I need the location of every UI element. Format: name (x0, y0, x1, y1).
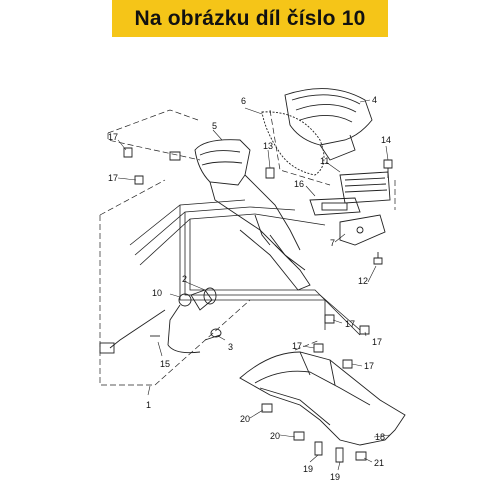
clips (123, 147, 370, 369)
tail-light-housing (194, 139, 311, 291)
callout-17b: 17 (108, 173, 118, 183)
license-light-lens (339, 171, 391, 204)
callout-13: 13 (263, 141, 273, 151)
callout-18: 18 (375, 432, 385, 442)
banner-text: Na obrázku díl číslo 10 (134, 6, 366, 30)
callout-7: 7 (330, 238, 335, 248)
tail-light-cover (284, 88, 373, 161)
callout-17c: 17 (345, 319, 355, 329)
rear-fender (239, 351, 406, 446)
assembly-outline (99, 109, 396, 386)
callout-1: 1 (146, 400, 151, 410)
callout-3: 3 (228, 342, 233, 352)
callout-15: 15 (160, 359, 170, 369)
callout-6: 6 (241, 96, 246, 106)
screws-upper (265, 159, 393, 265)
callout-17: 17 (108, 132, 118, 142)
callout-16: 16 (294, 179, 304, 189)
title-banner: Na obrázku díl číslo 10 (112, 0, 388, 37)
gasket-seal (261, 111, 325, 176)
bulb-socket-assembly (99, 287, 222, 354)
callout-20b: 20 (270, 431, 280, 441)
callout-17f: 17 (364, 361, 374, 371)
callout-14: 14 (381, 135, 391, 145)
callout-11: 11 (320, 156, 329, 166)
callout-12: 12 (358, 276, 368, 286)
screws-lower (261, 403, 367, 463)
callout-17e: 17 (292, 341, 302, 351)
callout-2: 2 (182, 274, 187, 284)
callout-5: 5 (212, 121, 217, 131)
lens-bracket (339, 214, 386, 246)
callout-10: 10 (152, 288, 162, 298)
callout-20: 20 (240, 414, 250, 424)
callout-4: 4 (372, 95, 377, 105)
callout-17d: 17 (372, 337, 382, 347)
callout-leaders (117, 99, 391, 471)
callout-19b: 19 (330, 472, 340, 482)
callout-19: 19 (303, 464, 313, 474)
license-light (309, 197, 361, 216)
callout-21: 21 (374, 458, 384, 468)
